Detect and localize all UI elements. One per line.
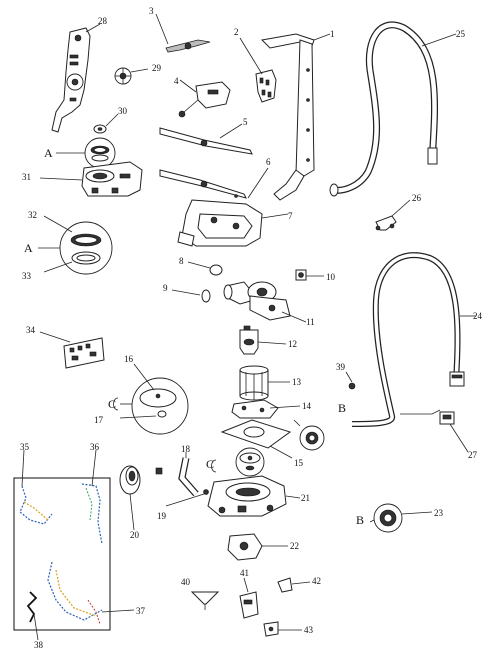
part-15-filter-plate xyxy=(220,419,292,449)
part-18-pipe xyxy=(178,457,199,497)
part-39-screw xyxy=(348,382,356,390)
callout-32: 32 xyxy=(28,210,37,220)
part-29-wheel xyxy=(114,67,132,85)
part-43-clip xyxy=(263,621,279,637)
callout-7: 7 xyxy=(288,211,293,221)
detail-a-upper xyxy=(84,137,116,169)
callout-38: 38 xyxy=(34,640,44,650)
part-10-bracket xyxy=(295,269,307,281)
callout-19: 19 xyxy=(157,511,167,521)
callout-24: 24 xyxy=(473,311,483,321)
detail-letter-c-upper: C xyxy=(108,397,116,411)
part-2-valve-bracket xyxy=(255,69,277,103)
callout-6: 6 xyxy=(266,157,271,167)
callout-4: 4 xyxy=(174,76,179,86)
callout-15: 15 xyxy=(294,458,304,468)
part-3-upper-spray-arm xyxy=(165,39,211,53)
callout-43: 43 xyxy=(304,625,314,635)
detail-c-lower xyxy=(235,447,265,477)
callout-26: 26 xyxy=(412,193,422,203)
detail-letter-a-upper: A xyxy=(44,146,53,160)
part-42-clip xyxy=(277,577,293,593)
callout-9: 9 xyxy=(163,283,168,293)
callout-31: 31 xyxy=(22,172,31,182)
callout-36: 36 xyxy=(90,442,100,452)
callout-12: 12 xyxy=(288,339,297,349)
callout-1: 1 xyxy=(330,29,335,39)
part-30-washer xyxy=(93,124,107,134)
part-28-bracket xyxy=(51,27,91,133)
detail-letter-a-lower: A xyxy=(24,241,33,255)
part-20-cap xyxy=(119,465,141,495)
detail-letter-b-upper: B xyxy=(338,401,346,415)
callout-27: 27 xyxy=(468,450,478,460)
callout-39: 39 xyxy=(336,362,346,372)
callout-34: 34 xyxy=(26,325,36,335)
part-19-clip xyxy=(155,467,209,495)
callout-13: 13 xyxy=(292,377,302,387)
callout-41: 41 xyxy=(240,568,249,578)
part-26-clip xyxy=(375,215,397,231)
callout-30: 30 xyxy=(118,106,128,116)
wire-harness-panel xyxy=(13,477,111,631)
callout-37: 37 xyxy=(136,606,146,616)
callout-21: 21 xyxy=(301,493,310,503)
detail-b-upper xyxy=(299,425,325,451)
detail-letter-c-lower: C xyxy=(206,457,214,471)
part-1-water-supply-tube xyxy=(260,33,315,201)
part-8-o-ring xyxy=(209,264,223,276)
callout-25: 25 xyxy=(456,29,466,39)
part-13-filter-cylinder xyxy=(239,365,269,401)
part-6-lower-spray-arm xyxy=(159,169,247,199)
detail-letter-b-lower: B xyxy=(356,513,364,527)
callout-20: 20 xyxy=(130,530,140,540)
callout-40: 40 xyxy=(181,577,191,587)
part-24-inlet-hose xyxy=(351,252,465,427)
detail-a-lower xyxy=(59,221,113,275)
detail-c-upper xyxy=(131,377,189,435)
callout-28: 28 xyxy=(98,16,108,26)
part-21-sump xyxy=(207,475,287,517)
part-7-sump-frame xyxy=(177,199,263,247)
callout-17: 17 xyxy=(94,415,104,425)
callout-22: 22 xyxy=(290,541,299,551)
part-22-valve-body xyxy=(227,533,263,561)
callout-18: 18 xyxy=(181,444,191,454)
callout-16: 16 xyxy=(124,354,134,364)
callout-2: 2 xyxy=(234,27,239,37)
callout-35: 35 xyxy=(20,442,30,452)
part-41-bracket xyxy=(239,591,259,619)
part-12-filter-cup xyxy=(239,325,259,355)
part-5-middle-spray-arm xyxy=(159,127,253,155)
part-27-connector xyxy=(439,411,455,425)
callout-3: 3 xyxy=(149,6,154,16)
callout-11: 11 xyxy=(306,317,315,327)
callout-42: 42 xyxy=(312,576,321,586)
part-14-filter-base xyxy=(231,399,279,419)
part-40-funnel xyxy=(190,591,220,610)
part-11-drain-pump xyxy=(223,281,291,321)
callout-5: 5 xyxy=(243,117,248,127)
callout-23: 23 xyxy=(434,508,444,518)
callout-10: 10 xyxy=(326,272,336,282)
callout-29: 29 xyxy=(152,63,162,73)
part-25-drain-hose xyxy=(329,21,439,197)
part-9-o-ring xyxy=(201,289,211,303)
callout-8: 8 xyxy=(179,256,184,266)
part-4-diverter-valve xyxy=(178,81,231,118)
part-34-control-board xyxy=(63,337,105,369)
callout-14: 14 xyxy=(302,401,312,411)
part-23-detail-b xyxy=(373,503,403,533)
callout-33: 33 xyxy=(22,271,32,281)
part-31-pump-housing xyxy=(81,161,143,197)
